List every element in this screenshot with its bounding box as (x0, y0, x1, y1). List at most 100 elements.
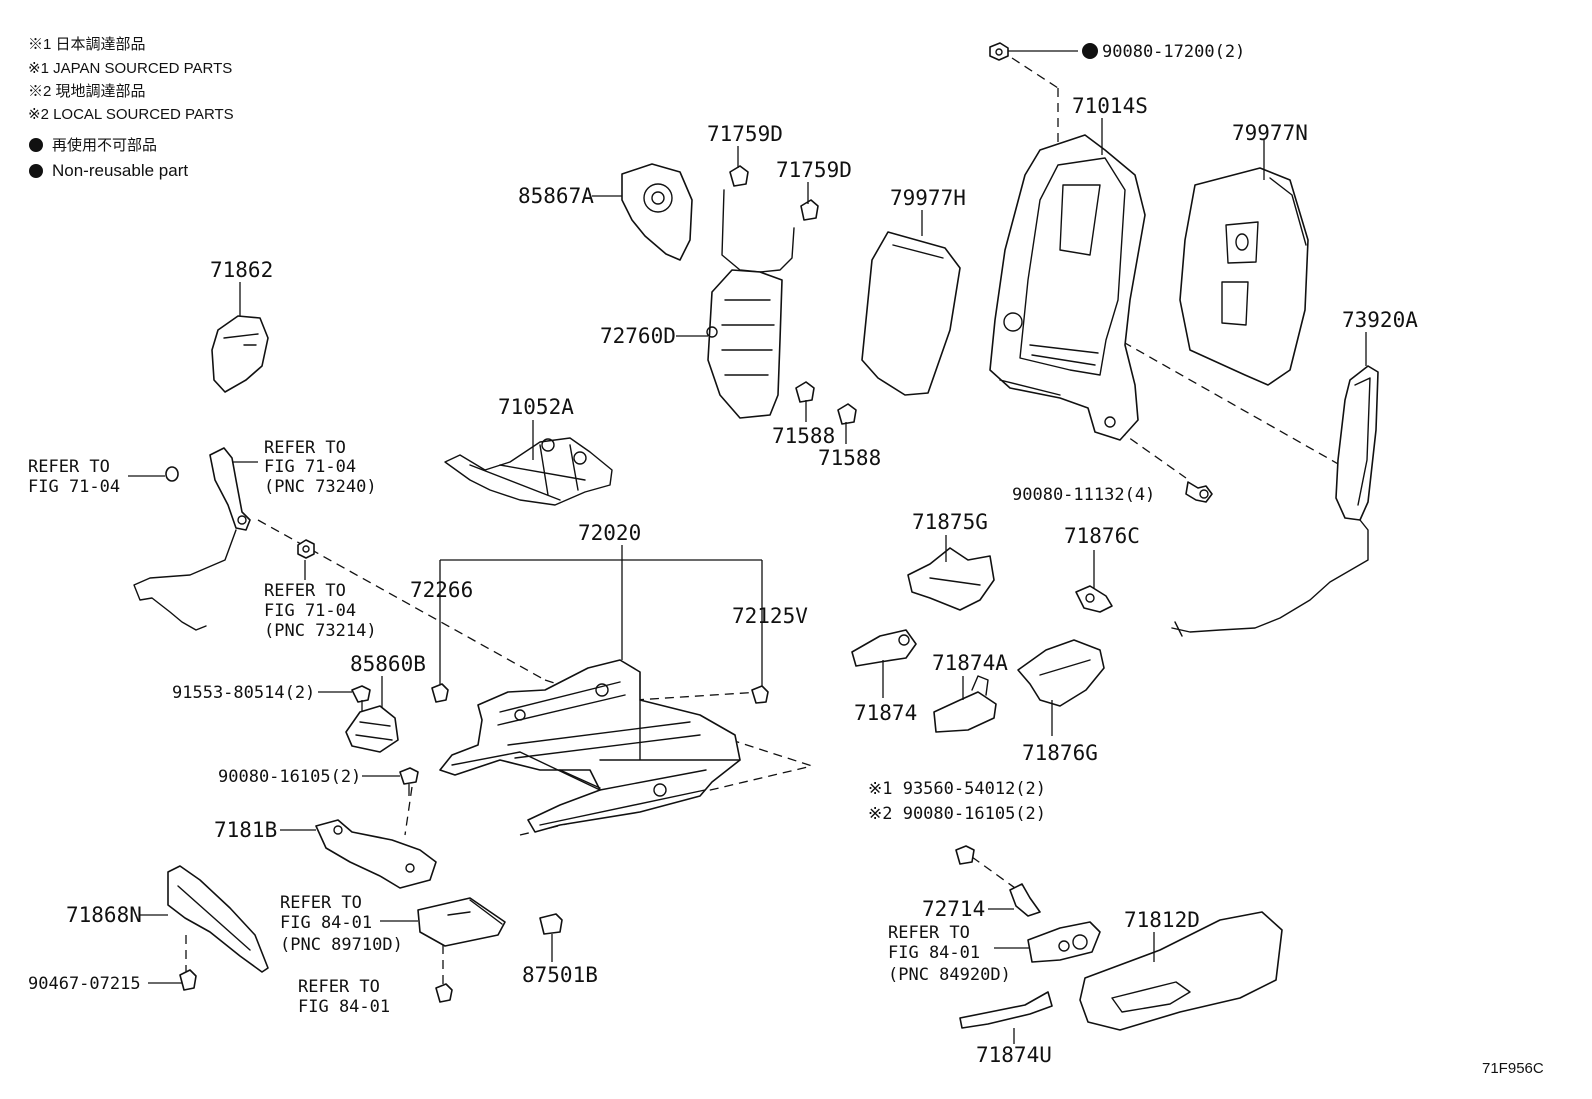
non-reusable-dot-icon (1082, 43, 1098, 59)
figure-code: 71F956C (1482, 1060, 1544, 1077)
label-73920a: 73920A (1342, 308, 1418, 332)
screw-93560-icon (955, 845, 975, 865)
refer-84-01-84920d: REFER TO FIG 84-01 (PNC 84920D) (888, 923, 1011, 985)
cover-71875g-icon (907, 547, 995, 611)
grommet-icon (165, 466, 179, 482)
bracket-7181b-icon (315, 819, 437, 889)
label-71759d-b: 71759D (776, 158, 852, 182)
nut-73214-icon (297, 539, 315, 559)
refer-line: REFER TO (28, 457, 110, 477)
seatback-pad-79977h-icon (861, 231, 961, 396)
label-71868n: 71868N (66, 903, 142, 927)
seatback-frame-71014s-icon (989, 134, 1146, 441)
refer-line: FIG 84-01 (280, 913, 372, 933)
label-71876c: 71876C (1064, 524, 1140, 548)
non-reusable-dot-icon (29, 138, 43, 152)
part-labels: 90080-17200(2) 71014S 79977N 79977H 7175… (28, 42, 1418, 1067)
refer-line: REFER TO (280, 893, 362, 913)
legend-line-6: Non-reusable part (52, 161, 188, 180)
label-90080-11132: 90080-11132(4) (1012, 485, 1155, 505)
legend-line-4: ※2 LOCAL SOURCED PARTS (28, 106, 234, 123)
refer-line: FIG 84-01 (298, 997, 390, 1017)
cover-85867a-icon (621, 163, 693, 261)
refer-labels: REFER TO FIG 71-04 REFER TO FIG 71-04 (P… (28, 438, 1011, 1017)
non-reusable-dot-icon (29, 164, 43, 178)
refer-line: (PNC 73240) (264, 477, 377, 497)
label-90080-16105: 90080-16105(2) (218, 767, 361, 787)
label-72714: 72714 (922, 897, 985, 921)
label-72266: 72266 (410, 578, 473, 602)
bolt-84-01-icon (435, 983, 453, 1003)
leader-lines (128, 50, 1367, 1044)
label-79977h: 79977H (890, 186, 966, 210)
bolt-90080-16105-icon (399, 767, 419, 796)
label-71875g: 71875G (912, 510, 988, 534)
refer-line: REFER TO (888, 923, 970, 943)
legend-line-2: ※1 JAPAN SOURCED PARTS (28, 60, 232, 77)
bracket-71874a-icon (933, 675, 997, 733)
label-91553-80514: 91553-80514(2) (172, 683, 315, 703)
label-90080-16105-local: ※2 90080-16105(2) (868, 804, 1046, 824)
label-90467-07215: 90467-07215 (28, 974, 141, 994)
bracket-85860b-icon (345, 705, 399, 753)
refer-84-01-bolt: REFER TO FIG 84-01 (298, 977, 390, 1017)
seat-adjuster-72020-icon (439, 659, 741, 833)
refer-line: REFER TO (298, 977, 380, 997)
ecu-module-icon (417, 897, 506, 947)
legend-line-3: ※2 現地調達部品 (28, 83, 146, 100)
clip-72266-icon (431, 683, 449, 703)
refer-line: FIG 71-04 (264, 457, 356, 477)
label-72125v: 72125V (732, 604, 808, 628)
refer-line: REFER TO (264, 438, 346, 458)
refer-71-04-73240: REFER TO FIG 71-04 (PNC 73240) (264, 438, 377, 497)
refer-line: (PNC 73214) (264, 621, 377, 641)
refer-line: REFER TO (264, 581, 346, 601)
refer-71-04-grommet: REFER TO FIG 71-04 (28, 457, 120, 497)
label-87501b: 87501B (522, 963, 598, 987)
label-71014s: 71014S (1072, 94, 1148, 118)
clip-71876c-icon (1075, 585, 1113, 613)
label-90080-17200: 90080-17200(2) (1102, 42, 1245, 62)
refer-84-01-89710d: REFER TO FIG 84-01 (PNC 89710D) (280, 893, 403, 955)
legend-line-5: 再使用不可部品 (52, 137, 157, 154)
bolt-90080-11132-icon (1185, 481, 1213, 503)
cushion-spring-71052a-icon (444, 437, 613, 506)
seat-shield-71812d-icon (1079, 911, 1283, 1031)
label-71588-a: 71588 (772, 424, 835, 448)
label-79977n: 79977N (1232, 121, 1308, 145)
legend-line-1: ※1 日本調達部品 (28, 36, 146, 53)
refer-line: (PNC 89710D) (280, 935, 403, 955)
screw-91553-icon (351, 685, 371, 712)
label-93560-54012: ※1 93560-54012(2) (868, 779, 1046, 799)
height-lever-icon (133, 447, 251, 631)
lumbar-support-72760d-icon (706, 189, 795, 419)
refer-line: (PNC 84920D) (888, 965, 1011, 985)
refer-line: FIG 71-04 (264, 601, 356, 621)
label-71862: 71862 (210, 258, 273, 282)
nut-90080-17200-icon (989, 42, 1009, 61)
label-71874: 71874 (854, 701, 917, 725)
side-cover-73920a-icon (1171, 365, 1379, 637)
label-72020: 72020 (578, 521, 641, 545)
label-71052a: 71052A (498, 395, 574, 419)
connector-87501b-icon (539, 913, 563, 935)
refer-line: FIG 71-04 (28, 477, 120, 497)
label-71812d: 71812D (1124, 908, 1200, 932)
legend: ※1 日本調達部品 ※1 JAPAN SOURCED PARTS ※2 現地調達… (28, 36, 234, 180)
clip-72125v-icon (751, 685, 769, 704)
label-71874a: 71874A (932, 651, 1008, 675)
refer-71-04-73214: REFER TO FIG 71-04 (PNC 73214) (264, 581, 377, 641)
seatback-board-79977n-icon (1179, 167, 1309, 386)
label-85860b: 85860B (350, 652, 426, 676)
bracket-72714-icon (1009, 883, 1041, 917)
label-7181b: 7181B (214, 818, 277, 842)
refer-line: FIG 84-01 (888, 943, 980, 963)
cover-71876g-icon (1017, 639, 1105, 707)
trim-71874u-icon (959, 991, 1053, 1029)
label-71759d-a: 71759D (707, 122, 783, 146)
clip-90467-icon (179, 969, 197, 991)
label-72760d: 72760D (600, 324, 676, 348)
label-85867a: 85867A (518, 184, 594, 208)
label-71876g: 71876G (1022, 741, 1098, 765)
